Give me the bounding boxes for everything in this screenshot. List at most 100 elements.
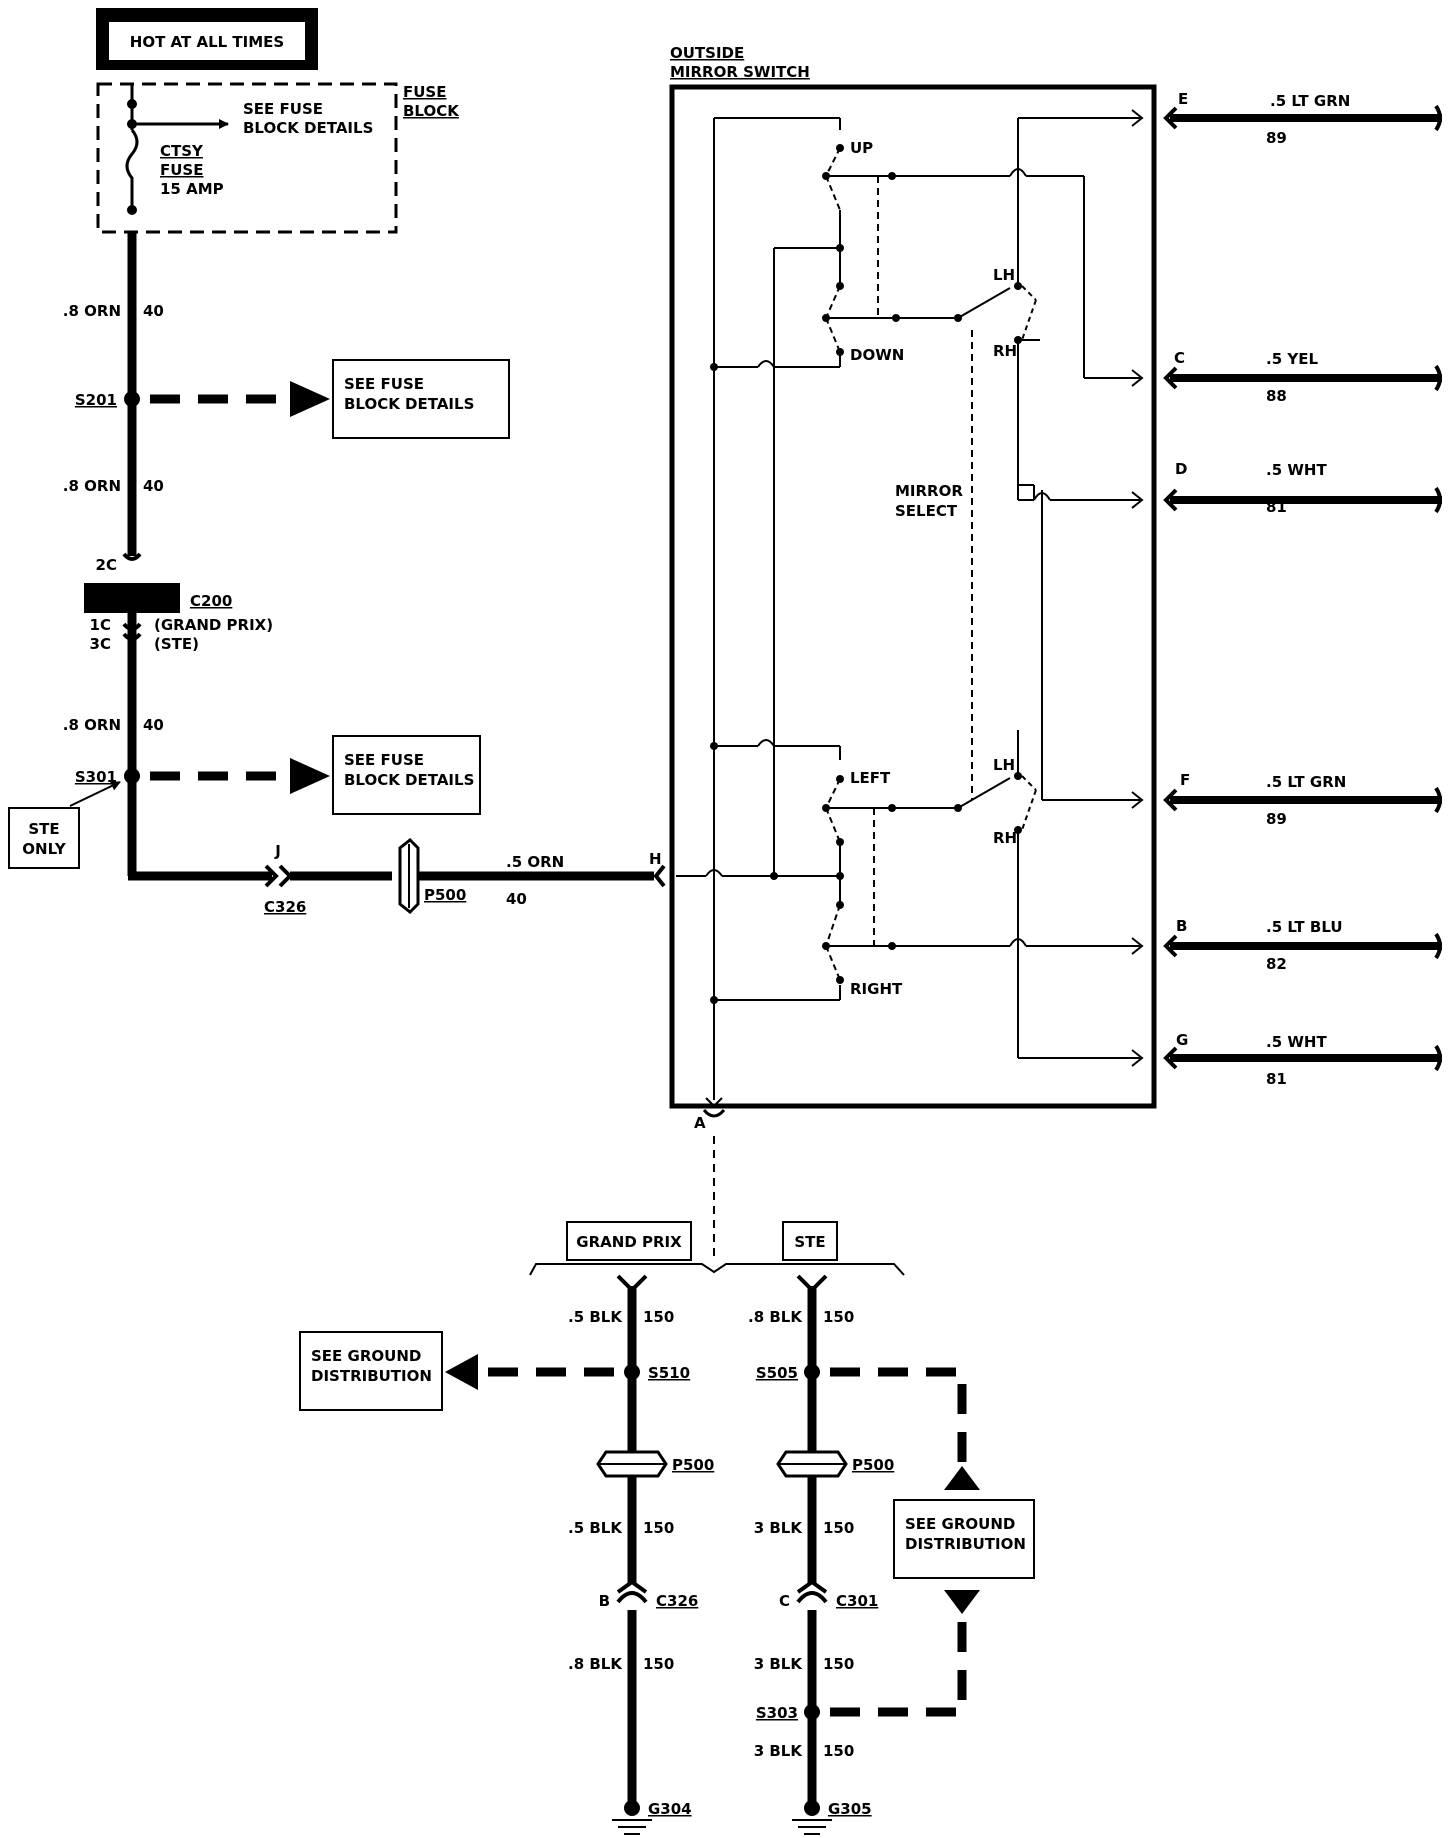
splice-s201: S201 (75, 381, 330, 417)
fuse-name-2: FUSE (160, 161, 203, 179)
feed-wire: .8 ORN 40 .8 ORN 40 .8 ORN 40 (63, 232, 272, 881)
switch-title-2: MIRROR SWITCH (670, 63, 810, 81)
wire-circuit-2: 40 (143, 477, 164, 495)
connector-c200: 2C C200 1C 3C (GRAND PRIX) (STE) (84, 552, 273, 653)
ste-wire-circuit-4: 150 (823, 1742, 854, 1760)
output-wire-e: E .5 LT GRN 89 (1163, 90, 1442, 147)
switch-rh-top-label: RH (993, 342, 1017, 360)
output-g-pin: G (1176, 1031, 1188, 1049)
output-f-circuit: 89 (1266, 810, 1287, 828)
switch-lh-bottom-label: LH (993, 756, 1015, 774)
ste-wire-label-2: 3 BLK (754, 1519, 804, 1537)
ste-only-line1: STE (28, 820, 59, 838)
output-g-wire: .5 WHT (1266, 1033, 1327, 1051)
fuse-block-label-2: BLOCK (403, 102, 460, 120)
switch-lh-top-label: LH (993, 266, 1015, 284)
gp-wire-label-1: .5 BLK (568, 1308, 623, 1326)
c200-note-ste: (STE) (154, 635, 199, 653)
p500-gp-label: P500 (672, 1456, 714, 1474)
fuse-details-box-1: SEE FUSE BLOCK DETAILS (332, 359, 510, 439)
output-f-pin: F (1180, 771, 1190, 789)
splice-s301-label: S301 (75, 768, 117, 786)
ground-right-line1: SEE GROUND (905, 1515, 1015, 1533)
mirror-select-label-1: MIRROR (895, 482, 963, 500)
ste-wire-label-3: 3 BLK (754, 1655, 804, 1673)
output-e-wire: .5 LT GRN (1270, 92, 1350, 110)
output-b-pin: B (1176, 917, 1187, 935)
ground-right-line2: DISTRIBUTION (905, 1535, 1026, 1553)
c326-top-pin: J (274, 842, 281, 860)
c200-pin-gp: 1C (90, 616, 111, 634)
ground-path-grand-prix: .5 BLK 150 S510 P500 .5 BLK 150 B C326 .… (445, 1274, 714, 1835)
ste-wire-circuit-3: 150 (823, 1655, 854, 1673)
splice-s201-label: S201 (75, 391, 117, 409)
fuse-details-box-2-line1: SEE FUSE (344, 751, 424, 769)
c200-pin-ste: 3C (90, 635, 111, 653)
output-f-wire: .5 LT GRN (1266, 773, 1346, 791)
fuse-details-box-2-line2: BLOCK DETAILS (344, 771, 474, 789)
pass-through-p500-top: P500 (398, 837, 466, 915)
splice-s510-label: S510 (648, 1364, 690, 1382)
switch-right-label: RIGHT (850, 980, 903, 998)
output-wire-d: D .5 WHT 81 (1163, 460, 1442, 516)
output-e-circuit: 89 (1266, 129, 1287, 147)
see-ground-distribution-left: SEE GROUND DISTRIBUTION (299, 1331, 443, 1411)
outside-mirror-switch: OUTSIDE MIRROR SWITCH (669, 44, 1157, 1132)
fuse-block-label-1: FUSE (403, 83, 446, 101)
splice-s505-label: S505 (756, 1364, 798, 1382)
output-g-circuit: 81 (1266, 1070, 1287, 1088)
hot-at-all-times-label: HOT AT ALL TIMES (130, 33, 284, 51)
c326-label: C326 (656, 1592, 698, 1610)
p500-ste-label: P500 (852, 1456, 894, 1474)
ste-only-line2: ONLY (22, 840, 67, 858)
p500-top-name: P500 (424, 886, 466, 904)
gp-wire-label-2: .5 BLK (568, 1519, 623, 1537)
ste-wire-label-4: 3 BLK (754, 1742, 804, 1760)
output-c-pin: C (1174, 349, 1185, 367)
fuse-details-box-2: SEE FUSE BLOCK DETAILS (332, 735, 481, 815)
wire-label-2: .8 ORN (63, 477, 121, 495)
ground-path-ste: .8 BLK 150 S505 P500 3 BLK 150 C C301 3 … (748, 1274, 980, 1835)
ste-wire-circuit-1: 150 (823, 1308, 854, 1326)
splice-s303-label: S303 (756, 1704, 798, 1722)
ground-left-line2: DISTRIBUTION (311, 1367, 432, 1385)
gp-wire-label-3: .8 BLK (568, 1655, 623, 1673)
output-d-wire: .5 WHT (1266, 461, 1327, 479)
fuse-see-details-2: BLOCK DETAILS (243, 119, 373, 137)
c326-pin-label: B (599, 1592, 610, 1610)
output-c-circuit: 88 (1266, 387, 1287, 405)
c301-label: C301 (836, 1592, 878, 1610)
grand-prix-label: GRAND PRIX (576, 1233, 682, 1251)
output-wire-c: C .5 YEL 88 (1163, 349, 1442, 405)
switch-down-label: DOWN (850, 346, 904, 364)
switch-up-label: UP (850, 139, 873, 157)
output-b-circuit: 82 (1266, 955, 1287, 973)
output-wire-b: B .5 LT BLU 82 (1163, 917, 1442, 973)
see-ground-distribution-right: SEE GROUND DISTRIBUTION (893, 1499, 1035, 1579)
switch-rh-bottom-label: RH (993, 829, 1017, 847)
output-c-wire: .5 YEL (1266, 350, 1318, 368)
orn-wire-circuit: 40 (506, 890, 527, 908)
ste-wire-label-1: .8 BLK (748, 1308, 803, 1326)
output-b-wire: .5 LT BLU (1266, 918, 1343, 936)
wire-circuit-3: 40 (143, 716, 164, 734)
c326-top-name: C326 (264, 898, 306, 916)
switch-title-1: OUTSIDE (670, 44, 744, 62)
output-d-pin: D (1175, 460, 1187, 478)
switch-left-label: LEFT (850, 769, 891, 787)
hot-at-all-times-box: HOT AT ALL TIMES (96, 8, 318, 70)
fuse-details-box-1-line2: BLOCK DETAILS (344, 395, 474, 413)
output-d-circuit: 81 (1266, 498, 1287, 516)
splice-s301: S301 (75, 758, 330, 794)
fuse-details-box-1-line1: SEE FUSE (344, 375, 424, 393)
output-wire-f: F .5 LT GRN 89 (1163, 771, 1442, 828)
variant-bracket: GRAND PRIX STE (529, 1221, 905, 1276)
fuse-name-1: CTSY (160, 142, 204, 160)
switch-pin-h-label: H (649, 850, 662, 868)
fuse-see-details-1: SEE FUSE (243, 100, 323, 118)
ste-only-note: STE ONLY (8, 781, 121, 869)
ste-wire-circuit-2: 150 (823, 1519, 854, 1537)
c200-pin-top: 2C (96, 556, 117, 574)
gp-wire-circuit-2: 150 (643, 1519, 674, 1537)
